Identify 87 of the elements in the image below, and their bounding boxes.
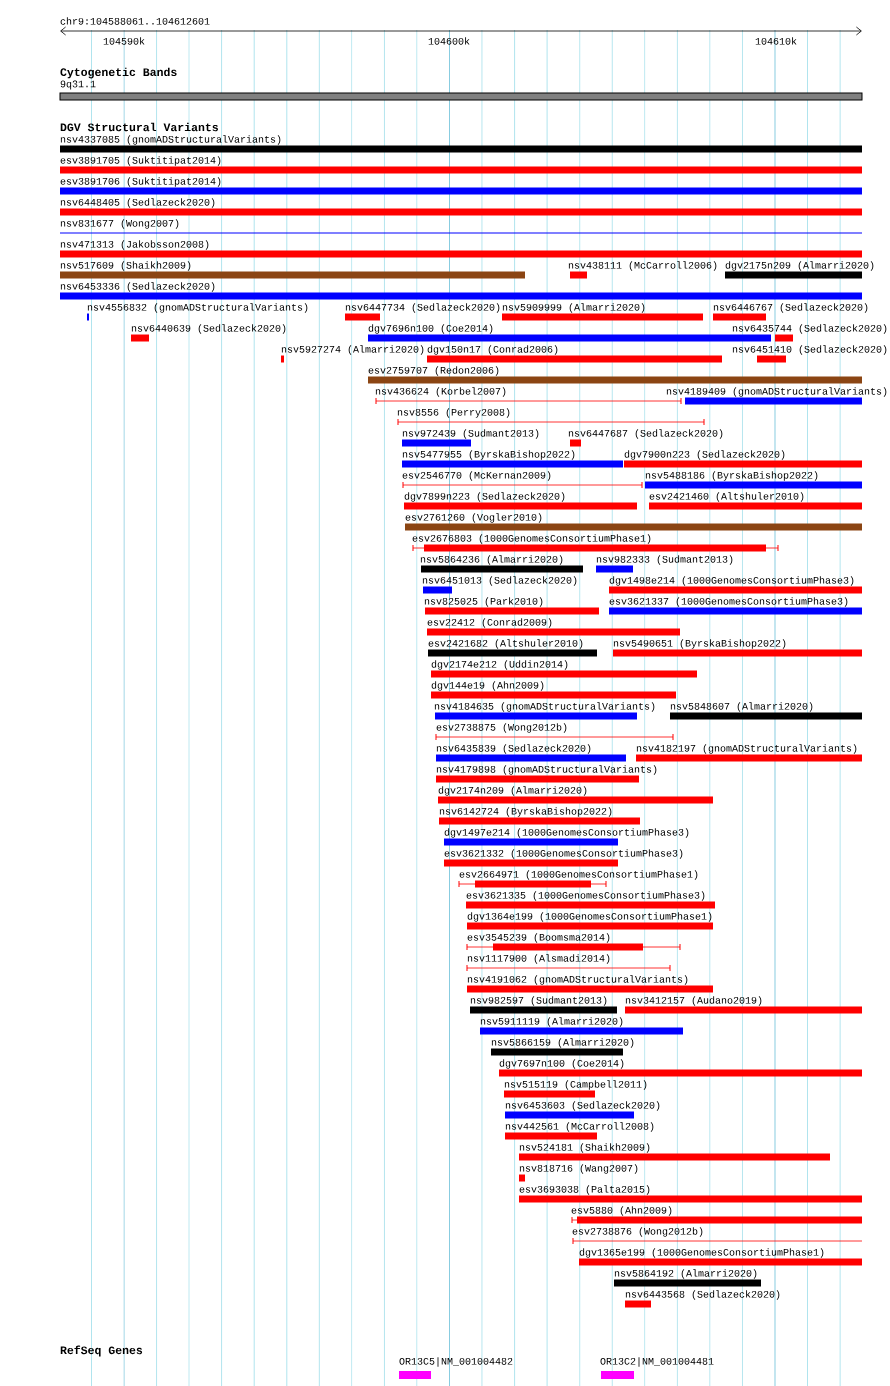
variant-label: nsv5477955 (ByrskaBishop2022) — [402, 450, 575, 460]
variant-label: nsv6142724 (ByrskaBishop2022) — [439, 807, 612, 817]
variant-label: nsv6453603 (Sedlazeck2020) — [505, 1101, 660, 1111]
tick-label: 104600k — [428, 37, 470, 45]
variant-label: nsv8556 (Perry2008) — [397, 408, 510, 418]
variant-label: esv22412 (Conrad2009) — [427, 618, 552, 628]
region-label: chr9:104588061..104612601 — [60, 17, 210, 25]
variant-label: nsv6451410 (Sedlazeck2020) — [732, 345, 887, 355]
tick-label: 104590k — [103, 37, 145, 45]
variant-label: dgv2175n209 (Almarri2020) — [725, 261, 874, 271]
track-title: Cytogenetic Bands — [60, 67, 177, 79]
variant-label: nsv436624 (Korbel2007) — [375, 387, 506, 397]
variant-label: nsv825025 (Park2010) — [424, 597, 543, 607]
variant-label: nsv5864236 (Almarri2020) — [420, 555, 563, 565]
variant-label: nsv4182197 (gnomADStructuralVariants) — [636, 744, 857, 754]
variant-label: esv2676803 (1000GenomesConsortiumPhase1) — [412, 534, 651, 544]
variant-label: esv2421460 (Altshuler2010) — [649, 492, 804, 502]
variant-label: dgv2174e212 (Uddin2014) — [431, 660, 568, 670]
variant-label: nsv6451013 (Sedlazeck2020) — [422, 576, 577, 586]
gene-label: OR13C5|NM_001004482 — [399, 1357, 513, 1367]
variant-label: esv2738876 (Wong2012b) — [572, 1227, 703, 1237]
variant-label: esv2664971 (1000GenomesConsortiumPhase1) — [459, 870, 698, 880]
variant-label: esv2761260 (Vogler2010) — [405, 513, 542, 523]
variant-label: nsv524181 (Shaikh2009) — [519, 1143, 650, 1153]
variant-label: esv3891705 (Suktitipat2014) — [60, 156, 221, 166]
variant-label: nsv6448405 (Sedlazeck2020) — [60, 198, 215, 208]
variant-label: nsv4337085 (gnomADStructuralVariants) — [60, 135, 281, 145]
variant-label: nsv5864192 (Almarri2020) — [614, 1269, 757, 1279]
variant-label: nsv6435839 (Sedlazeck2020) — [436, 744, 591, 754]
variant-label: dgv1365e199 (1000GenomesConsortiumPhase1) — [579, 1248, 824, 1258]
variant-label: dgv7697n100 (Coe2014) — [499, 1059, 624, 1069]
gene-label: OR13C2|NM_001004481 — [600, 1357, 714, 1367]
variant-label: nsv6440639 (Sedlazeck2020) — [131, 324, 286, 334]
variant-label: esv3891706 (Suktitipat2014) — [60, 177, 221, 187]
variant-label: nsv982597 (Sudmant2013) — [470, 996, 607, 1006]
track-title: RefSeq Genes — [60, 1345, 143, 1357]
variant-label: dgv7696n100 (Coe2014) — [368, 324, 493, 334]
variant-label: nsv6443568 (Sedlazeck2020) — [625, 1290, 780, 1300]
variant-label: nsv517609 (Shaikh2009) — [60, 261, 191, 271]
variant-label: nsv5909999 (Almarri2020) — [502, 303, 645, 313]
variant-label: dgv7899n223 (Sedlazeck2020) — [404, 492, 565, 502]
variant-label: nsv5848607 (Almarri2020) — [670, 702, 813, 712]
variant-label: nsv515119 (Campbell2011) — [504, 1080, 647, 1090]
variant-label: nsv831677 (Wong2007) — [60, 219, 179, 229]
variant-label: nsv6447687 (Sedlazeck2020) — [568, 429, 723, 439]
variant-label: nsv6435744 (Sedlazeck2020) — [732, 324, 887, 334]
variant-label: esv2421682 (Altshuler2010) — [428, 639, 583, 649]
tick-label: 104610k — [755, 37, 797, 45]
track-title: DGV Structural Variants — [60, 122, 218, 132]
variant-label: esv3621332 (1000GenomesConsortiumPhase3) — [444, 849, 683, 859]
variant-label: nsv4179898 (gnomADStructuralVariants) — [436, 765, 657, 775]
variant-label: esv2738875 (Wong2012b) — [436, 723, 567, 733]
variant-label: nsv5490651 (ByrskaBishop2022) — [613, 639, 786, 649]
variant-label: esv3693038 (Palta2015) — [519, 1185, 650, 1195]
variant-label: nsv4189409 (gnomADStructuralVariants) — [666, 387, 887, 397]
variant-label: nsv438111 (McCarroll2006) — [568, 261, 717, 271]
variant-label: nsv6453336 (Sedlazeck2020) — [60, 282, 215, 292]
variant-label: nsv972439 (Sudmant2013) — [402, 429, 539, 439]
variant-label: dgv144e19 (Ahn2009) — [431, 681, 544, 691]
variant-label: esv2759707 (Redon2006) — [368, 366, 499, 376]
variant-label: nsv982333 (Sudmant2013) — [596, 555, 733, 565]
band-label: 9q31.1 — [60, 80, 96, 90]
variant-label: nsv471313 (Jakobsson2008) — [60, 240, 209, 250]
variant-label: nsv5866159 (Almarri2020) — [491, 1038, 634, 1048]
variant-label: nsv5927274 (Almarri2020) — [281, 345, 424, 355]
variant-label: nsv1117900 (Alsmadi2014) — [467, 954, 610, 964]
variant-label: dgv2174n209 (Almarri2020) — [438, 786, 587, 796]
variant-label: nsv4556832 (gnomADStructuralVariants) — [87, 303, 308, 313]
variant-label: dgv1498e214 (1000GenomesConsortiumPhase3) — [609, 576, 854, 586]
variant-label: nsv4191062 (gnomADStructuralVariants) — [467, 975, 688, 985]
variant-label: nsv3412157 (Audano2019) — [625, 996, 762, 1006]
variant-label: dgv1364e199 (1000GenomesConsortiumPhase1) — [467, 912, 712, 922]
variant-label: esv3545239 (Boomsma2014) — [467, 933, 610, 943]
variant-label: nsv442561 (McCarroll2008) — [505, 1122, 654, 1132]
variant-label: nsv4184635 (gnomADStructuralVariants) — [434, 702, 655, 712]
variant-label: esv3621337 (1000GenomesConsortiumPhase3) — [609, 597, 848, 607]
variant-label: dgv1497e214 (1000GenomesConsortiumPhase3) — [444, 828, 689, 838]
variant-label: dgv150n17 (Conrad2006) — [427, 345, 558, 355]
variant-label: esv5880 (Ahn2009) — [571, 1206, 672, 1216]
variant-label: esv2546770 (McKernan2009) — [402, 471, 551, 481]
variant-label: nsv6446767 (Sedlazeck2020) — [713, 303, 868, 313]
variant-label: nsv818716 (Wang2007) — [519, 1164, 638, 1174]
variant-label: nsv6447734 (Sedlazeck2020) — [345, 303, 500, 313]
variant-label: dgv7900n223 (Sedlazeck2020) — [624, 450, 785, 460]
variant-label: esv3621335 (1000GenomesConsortiumPhase3) — [466, 891, 705, 901]
variant-label: nsv5488186 (ByrskaBishop2022) — [645, 471, 818, 481]
variant-label: nsv5911119 (Almarri2020) — [480, 1017, 623, 1027]
